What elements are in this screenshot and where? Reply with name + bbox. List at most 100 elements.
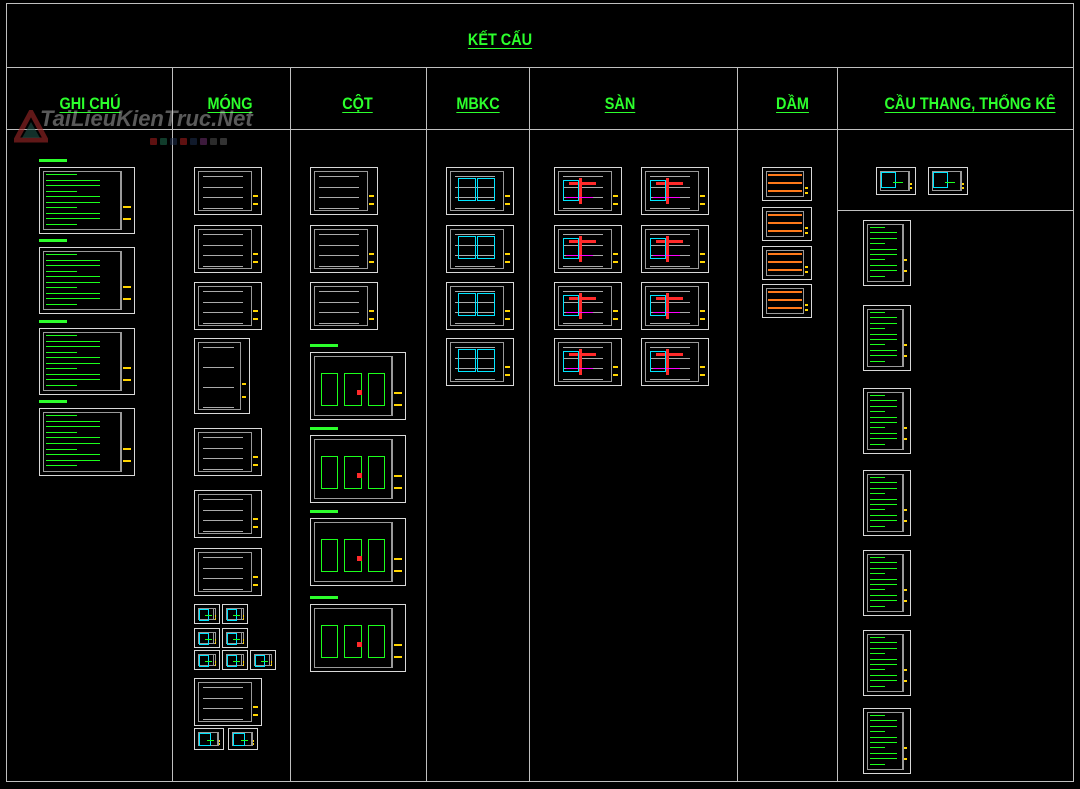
sheet-mong-detail[interactable]: [228, 728, 258, 750]
sheet-linework: [504, 310, 510, 312]
sheet-san-slab[interactable]: [554, 167, 622, 215]
sheet-cau-thang-table[interactable]: [863, 470, 911, 536]
sheet-mong-plan[interactable]: [194, 167, 262, 215]
sheet-linework: [699, 203, 705, 205]
sheet-linework: [610, 342, 619, 382]
sheet-cot-plan[interactable]: [310, 167, 378, 215]
sheet-san-slab[interactable]: [554, 282, 622, 330]
sheet-cau-thang-stair[interactable]: [928, 167, 968, 195]
sheet-linework: [368, 203, 374, 205]
sheet-linework: [391, 522, 403, 582]
sheet-cau-thang-table[interactable]: [863, 708, 911, 774]
sheet-mong-detail[interactable]: [250, 650, 276, 670]
sheet-mong-plan[interactable]: [194, 338, 250, 414]
sheet-cot-elev[interactable]: [310, 604, 406, 672]
sheet-linework: [455, 266, 496, 267]
sheet-linework: [650, 323, 691, 324]
sheet-linework: [393, 404, 402, 406]
sheet-linework: [46, 340, 100, 342]
sheet-linework: [46, 207, 77, 208]
sheet-mbkc-cyan[interactable]: [446, 282, 514, 330]
sheet-linework: [243, 641, 244, 644]
sheet-linework: [870, 573, 886, 575]
frame-bottom: [6, 781, 1073, 782]
sheet-linework: [46, 179, 100, 181]
sheet-linework: [457, 235, 477, 260]
sheet-linework: [319, 301, 360, 303]
sheet-mong-plan[interactable]: [194, 428, 262, 476]
sheet-mong-detail[interactable]: [222, 604, 248, 624]
sheet-linework: [198, 608, 216, 620]
sheet-ghi-chu-note[interactable]: [39, 167, 135, 234]
sheet-cau-thang-table[interactable]: [863, 550, 911, 616]
sheet-linework: [314, 171, 368, 211]
title-divider: [6, 67, 1073, 68]
sheet-linework: [870, 562, 897, 564]
sheet-linework: [457, 292, 477, 317]
sheet-linework: [46, 443, 100, 444]
sheet-linework: [610, 171, 619, 211]
sheet-cot-elev[interactable]: [310, 352, 406, 420]
sheet-ghi-chu-note[interactable]: [39, 408, 135, 476]
sheet-san-slab[interactable]: [641, 282, 709, 330]
sheet-linework: [870, 664, 897, 665]
sheet-cau-thang-table[interactable]: [863, 388, 911, 454]
sheet-mong-plan[interactable]: [194, 225, 262, 273]
sheet-mbkc-cyan[interactable]: [446, 338, 514, 386]
sheet-mong-plan[interactable]: [194, 548, 262, 596]
sheet-cau-thang-table[interactable]: [863, 220, 911, 286]
sheet-san-slab[interactable]: [554, 225, 622, 273]
sheet-dam-beam[interactable]: [762, 207, 812, 241]
sheet-mong-detail[interactable]: [222, 650, 248, 670]
sheet-linework: [357, 390, 363, 396]
sheet-dam-beam[interactable]: [762, 246, 812, 280]
sheet-linework: [319, 312, 360, 314]
sheet-san-slab[interactable]: [641, 167, 709, 215]
sheet-san-slab[interactable]: [641, 225, 709, 273]
sheet-linework: [215, 663, 216, 666]
sheet-linework: [203, 578, 244, 580]
sheet-dam-beam[interactable]: [762, 284, 812, 318]
sheet-linework: [203, 266, 244, 267]
sheet-cot-elev[interactable]: [310, 518, 406, 586]
sheet-mong-plan[interactable]: [194, 282, 262, 330]
sheet-cau-thang-stair[interactable]: [876, 167, 916, 195]
sheet-linework: [122, 286, 131, 289]
sheet-linework: [203, 323, 244, 324]
sheet-linework: [804, 308, 808, 311]
sheet-linework: [697, 171, 706, 211]
sheet-mong-plan[interactable]: [194, 490, 262, 538]
sheet-ghi-chu-note[interactable]: [39, 328, 135, 395]
sheet-linework: [241, 608, 245, 620]
sheet-dam-beam[interactable]: [762, 167, 812, 201]
sheet-san-slab[interactable]: [554, 338, 622, 386]
sheet-mong-detail[interactable]: [194, 650, 220, 670]
sheet-linework: [366, 229, 375, 269]
sheet-linework: [46, 212, 100, 214]
sheet-linework: [252, 195, 258, 197]
sheet-mong-detail[interactable]: [194, 728, 224, 750]
sheet-cot-plan[interactable]: [310, 282, 378, 330]
sheet-mong-plan[interactable]: [194, 678, 262, 726]
sheet-mong-detail[interactable]: [194, 604, 220, 624]
sheet-ghi-chu-note[interactable]: [39, 247, 135, 314]
sheet-linework: [319, 208, 360, 209]
sheet-cau-thang-table[interactable]: [863, 305, 911, 371]
sheet-san-slab[interactable]: [641, 338, 709, 386]
sheet-linework: [366, 286, 375, 326]
sheet-linework: [768, 261, 802, 263]
sheet-cau-thang-table[interactable]: [863, 630, 911, 696]
sheet-linework: [650, 255, 691, 257]
sheet-mbkc-cyan[interactable]: [446, 167, 514, 215]
sheet-cot-elev[interactable]: [310, 435, 406, 503]
sheet-cot-plan[interactable]: [310, 225, 378, 273]
sheet-linework: [870, 637, 886, 638]
sheet-linework: [870, 557, 886, 558]
sheet-mong-detail[interactable]: [194, 628, 220, 648]
sheet-linework: [867, 634, 904, 692]
sheet-mong-detail[interactable]: [222, 628, 248, 648]
sheet-linework: [870, 312, 886, 313]
sheet-mbkc-cyan[interactable]: [446, 225, 514, 273]
sheet-linework: [122, 460, 131, 462]
sheet-linework: [252, 576, 258, 578]
